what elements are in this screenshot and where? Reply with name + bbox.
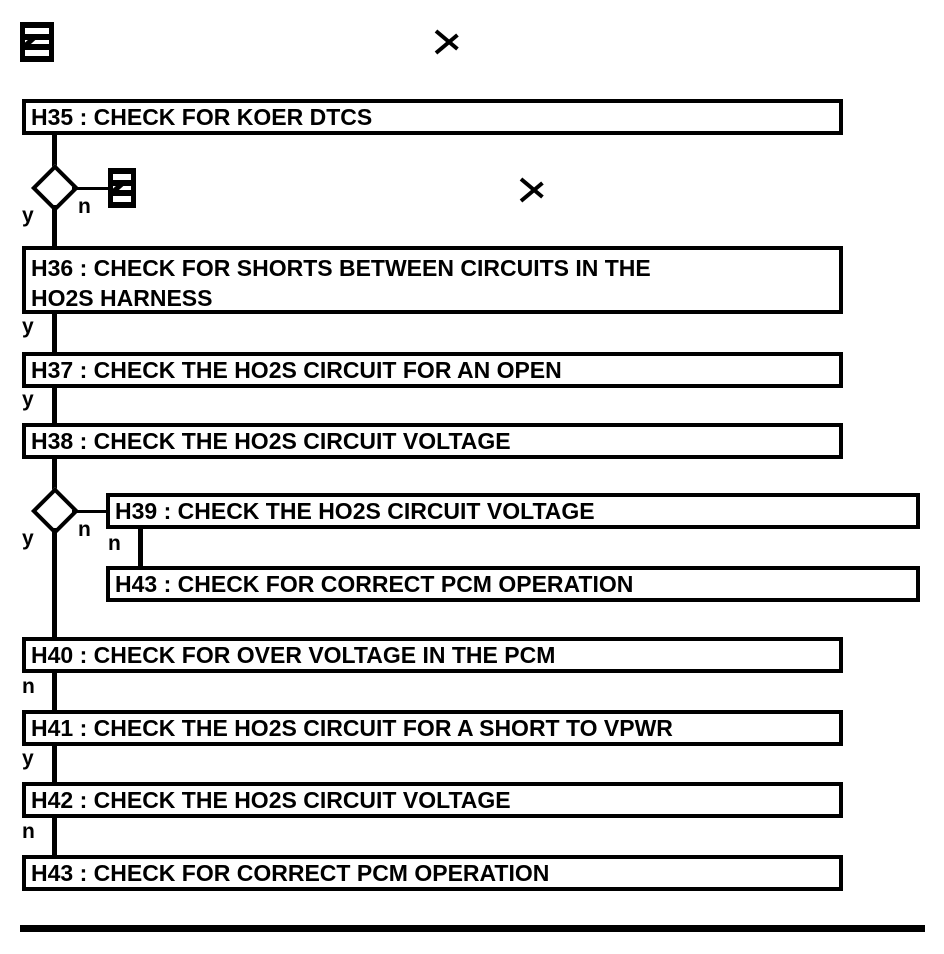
branch-label-h36-yes: y bbox=[22, 315, 34, 338]
branch-label-h41-yes: y bbox=[22, 747, 34, 770]
connector-decision1-no bbox=[72, 187, 108, 190]
missing-glyph-slash bbox=[111, 182, 133, 196]
chevron-right-icon-decision1 bbox=[521, 168, 547, 212]
connector-h35-to-decision1 bbox=[52, 135, 57, 170]
connector-decision2-yes bbox=[52, 528, 57, 639]
step-box-h36[interactable]: H36 : CHECK FOR SHORTS BETWEEN CIRCUITS … bbox=[22, 246, 843, 314]
branch-label-h40-no: n bbox=[22, 675, 35, 698]
branch-label-h37-yes: y bbox=[22, 388, 34, 411]
connector-decision2-no bbox=[72, 510, 108, 513]
branch-label-decision1-yes: y bbox=[22, 204, 34, 227]
branch-label-h39-no: n bbox=[108, 532, 121, 555]
chevron-right-icon-top bbox=[436, 20, 462, 64]
step-box-h39[interactable]: H39 : CHECK THE HO2S CIRCUIT VOLTAGE bbox=[106, 493, 920, 529]
step-box-h42[interactable]: H42 : CHECK THE HO2S CIRCUIT VOLTAGE bbox=[22, 782, 843, 818]
step-label-h38: H38 : CHECK THE HO2S CIRCUIT VOLTAGE bbox=[31, 428, 511, 454]
step-box-h40[interactable]: H40 : CHECK FOR OVER VOLTAGE IN THE PCM bbox=[22, 637, 843, 673]
bottom-divider bbox=[20, 925, 925, 932]
connector-h41-to-h42 bbox=[52, 746, 57, 783]
connector-h37-to-h38 bbox=[52, 388, 57, 425]
step-box-h41[interactable]: H41 : CHECK THE HO2S CIRCUIT FOR A SHORT… bbox=[22, 710, 843, 746]
step-label-h35: H35 : CHECK FOR KOER DTCS bbox=[31, 104, 373, 130]
branch-label-decision1-no: n bbox=[78, 195, 91, 218]
connector-h38-to-decision2 bbox=[52, 459, 57, 494]
missing-glyph-box-decision1 bbox=[108, 168, 136, 208]
step-box-h43-branch[interactable]: H43 : CHECK FOR CORRECT PCM OPERATION bbox=[106, 566, 920, 602]
step-box-h35[interactable]: H35 : CHECK FOR KOER DTCS bbox=[22, 99, 843, 135]
connector-h36-to-h37 bbox=[52, 314, 57, 353]
step-label-h37: H37 : CHECK THE HO2S CIRCUIT FOR AN OPEN bbox=[31, 357, 562, 383]
connector-h42-to-h43 bbox=[52, 818, 57, 856]
connector-decision1-yes bbox=[52, 205, 57, 248]
step-box-h38[interactable]: H38 : CHECK THE HO2S CIRCUIT VOLTAGE bbox=[22, 423, 843, 459]
step-label-h39: H39 : CHECK THE HO2S CIRCUIT VOLTAGE bbox=[115, 498, 595, 524]
missing-glyph-slash bbox=[23, 36, 51, 50]
step-box-h37[interactable]: H37 : CHECK THE HO2S CIRCUIT FOR AN OPEN bbox=[22, 352, 843, 388]
branch-label-h42-no: n bbox=[22, 820, 35, 843]
branch-label-decision2-no: n bbox=[78, 518, 91, 541]
step-label-h41: H41 : CHECK THE HO2S CIRCUIT FOR A SHORT… bbox=[31, 715, 673, 741]
step-label-h36: H36 : CHECK FOR SHORTS BETWEEN CIRCUITS … bbox=[31, 255, 651, 311]
step-label-h43-final: H43 : CHECK FOR CORRECT PCM OPERATION bbox=[31, 860, 550, 886]
step-box-h43-final[interactable]: H43 : CHECK FOR CORRECT PCM OPERATION bbox=[22, 855, 843, 891]
step-label-h40: H40 : CHECK FOR OVER VOLTAGE IN THE PCM bbox=[31, 642, 556, 668]
connector-h39-to-h43 bbox=[138, 529, 143, 567]
branch-label-decision2-yes: y bbox=[22, 527, 34, 550]
step-label-h42: H42 : CHECK THE HO2S CIRCUIT VOLTAGE bbox=[31, 787, 511, 813]
step-label-h43-branch: H43 : CHECK FOR CORRECT PCM OPERATION bbox=[115, 571, 634, 597]
connector-h40-to-h41 bbox=[52, 673, 57, 711]
missing-glyph-box-top bbox=[20, 22, 54, 62]
